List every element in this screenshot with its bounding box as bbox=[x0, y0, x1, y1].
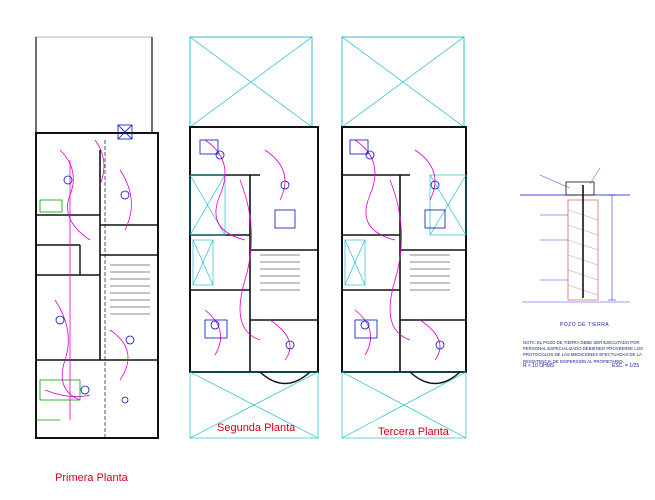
pozo-resistance: R < 10 OHMS bbox=[523, 363, 555, 369]
primera-planta-plan bbox=[35, 36, 159, 440]
segunda-planta-title: Segunda Planta bbox=[217, 422, 296, 434]
pozo-scale: ESC. = 1/25 bbox=[612, 363, 640, 369]
pozo-note: NOTA: EL POZO DE TIERRA DEBE SER EJECUTA… bbox=[523, 340, 643, 364]
pozo-de-tierra-detail bbox=[520, 167, 630, 303]
tercera-planta-title: Tercera Planta bbox=[378, 426, 449, 438]
primera-planta-title: Primera Planta bbox=[55, 472, 128, 484]
segunda-planta-plan bbox=[189, 36, 319, 439]
pozo-de-tierra-title: POZO DE TIERRA bbox=[560, 322, 610, 328]
tercera-planta-plan bbox=[341, 36, 467, 439]
